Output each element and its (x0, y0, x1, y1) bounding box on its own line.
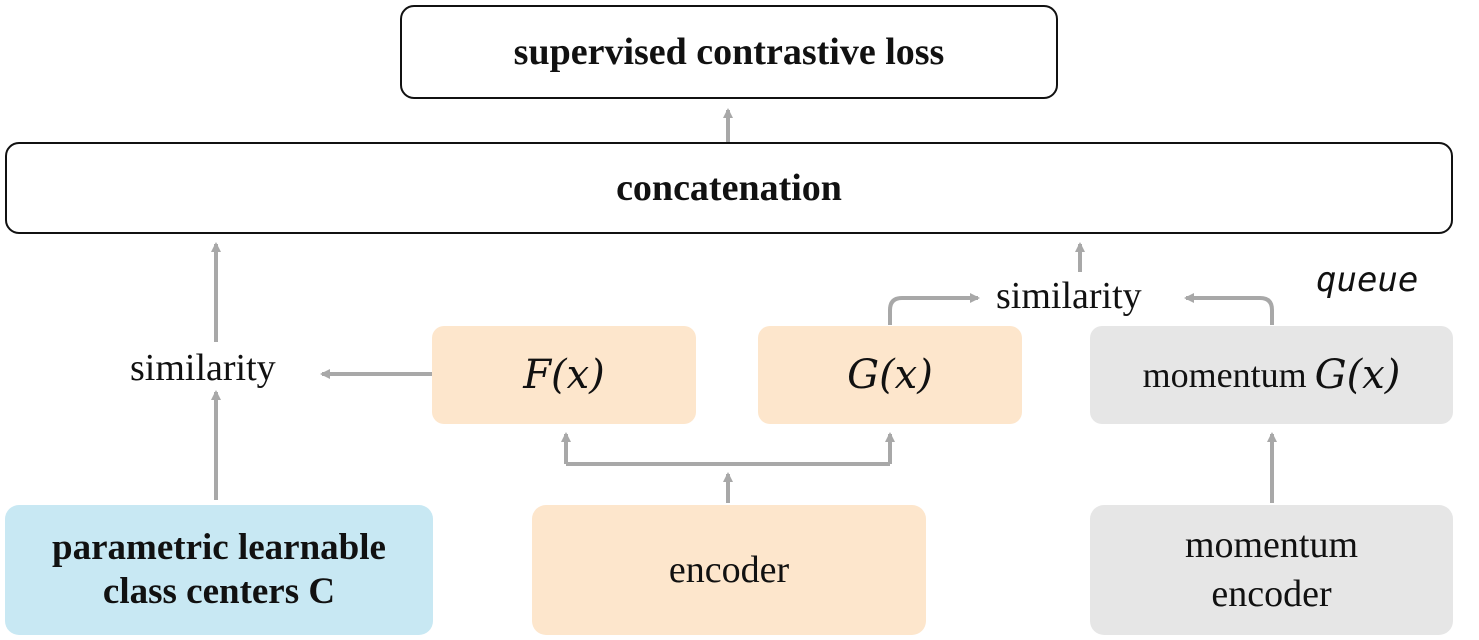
class-centers-line2: class centers C (102, 571, 336, 612)
queue-label: queue (1316, 260, 1419, 300)
encoder-label: encoder (668, 549, 790, 591)
momentum-encoder-line1: momentum (1184, 523, 1359, 566)
class-centers-line1: parametric learnable (52, 526, 386, 568)
arrow-g-to-right-sim (888, 293, 980, 325)
g-projection-box: G(x) (758, 326, 1022, 424)
concatenation-label: concatenation (616, 167, 842, 209)
f-projection-box: F(x) (432, 326, 696, 424)
momentum-encoder-box: momentum encoder (1090, 505, 1453, 635)
f-projection-label: F(x) (523, 352, 605, 398)
loss-box-label: supervised contrastive loss (513, 31, 945, 73)
arrow-momentum-g-to-right-sim (1184, 293, 1274, 325)
class-centers-box: parametric learnable class centers C (5, 505, 433, 635)
momentum-encoder-line2: encoder (1211, 573, 1332, 615)
encoder-box: encoder (532, 505, 926, 635)
loss-box: supervised contrastive loss (400, 5, 1058, 99)
left-similarity-label: similarity (130, 347, 276, 389)
right-similarity-label: similarity (996, 275, 1142, 317)
momentum-g-projection-box: momentum G(x) (1090, 326, 1453, 424)
momentum-g-label: G(x) (1314, 352, 1401, 398)
concatenation-box: concatenation (5, 142, 1453, 234)
g-projection-label: G(x) (847, 352, 933, 398)
momentum-g-prefix: momentum (1142, 355, 1307, 395)
